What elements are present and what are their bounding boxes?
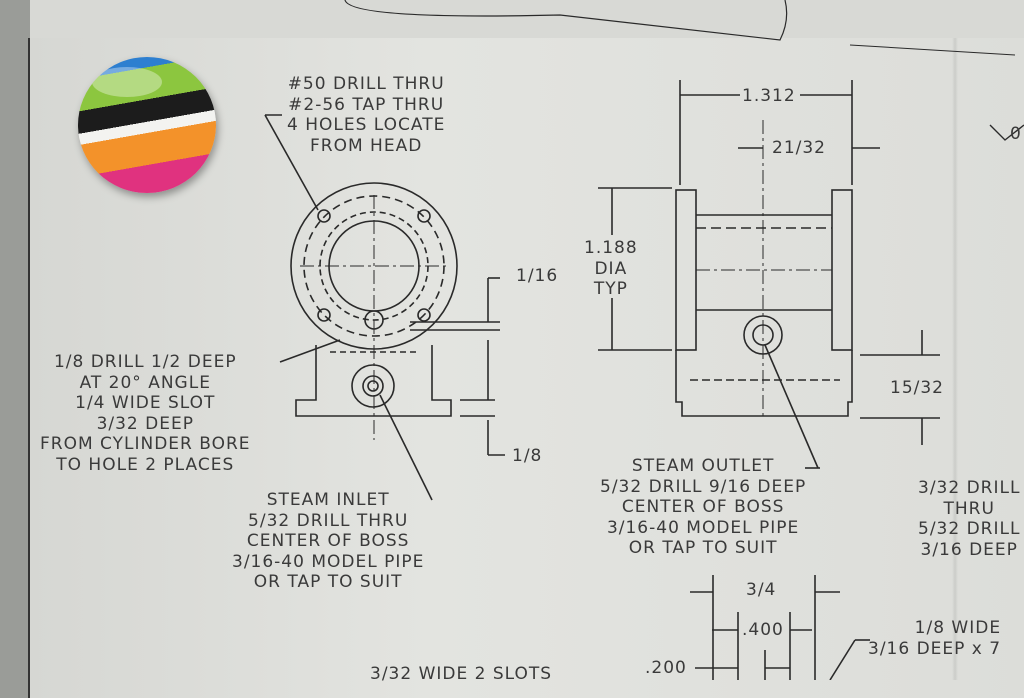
steam-inlet-note: STEAM INLET 5/32 DRILL THRU CENTER OF BO… — [232, 490, 425, 592]
dim-1-8: 1/8 — [512, 446, 543, 466]
front-view — [264, 114, 505, 501]
bottom-detail — [690, 575, 870, 680]
pencil-sketch — [344, 0, 788, 41]
technical-drawing — [264, 0, 1024, 680]
sketch-line — [849, 44, 1016, 56]
dim-width-half: 21/32 — [772, 138, 826, 158]
dim-dia: 1.188 DIA TYP — [584, 238, 638, 299]
dim-1-16: 1/16 — [516, 266, 559, 286]
corner-fragment: 0 — [1010, 124, 1022, 144]
dim-width-overall: 1.312 — [742, 86, 796, 106]
side-view — [598, 80, 940, 469]
bottom-right-note: 1/8 WIDE 3/16 DEEP x 7 — [868, 618, 1002, 659]
steam-outlet-note: STEAM OUTLET 5/32 DRILL 9/16 DEEP CENTER… — [600, 456, 807, 558]
dim-200: .200 — [645, 658, 687, 678]
dim-3-4: 3/4 — [746, 580, 777, 600]
slot-note: 1/8 DRILL 1/2 DEEP AT 20° ANGLE 1/4 WIDE… — [40, 352, 251, 475]
leader-line — [264, 114, 319, 211]
corner-symbol — [989, 124, 1024, 141]
dim-15-32: 15/32 — [890, 378, 944, 398]
right-drill-note: 3/32 DRILL THRU 5/32 DRILL 3/16 DEEP — [918, 478, 1021, 560]
dim-400: .400 — [742, 620, 784, 640]
paper-fold — [952, 38, 958, 680]
drill-note: #50 DRILL THRU #2-56 TAP THRU 4 HOLES LO… — [287, 74, 446, 156]
colorful-magnet — [78, 57, 216, 193]
drawing-photo: #50 DRILL THRU #2-56 TAP THRU 4 HOLES LO… — [28, 0, 1024, 698]
slots-note: 3/32 WIDE 2 SLOTS — [370, 664, 553, 684]
